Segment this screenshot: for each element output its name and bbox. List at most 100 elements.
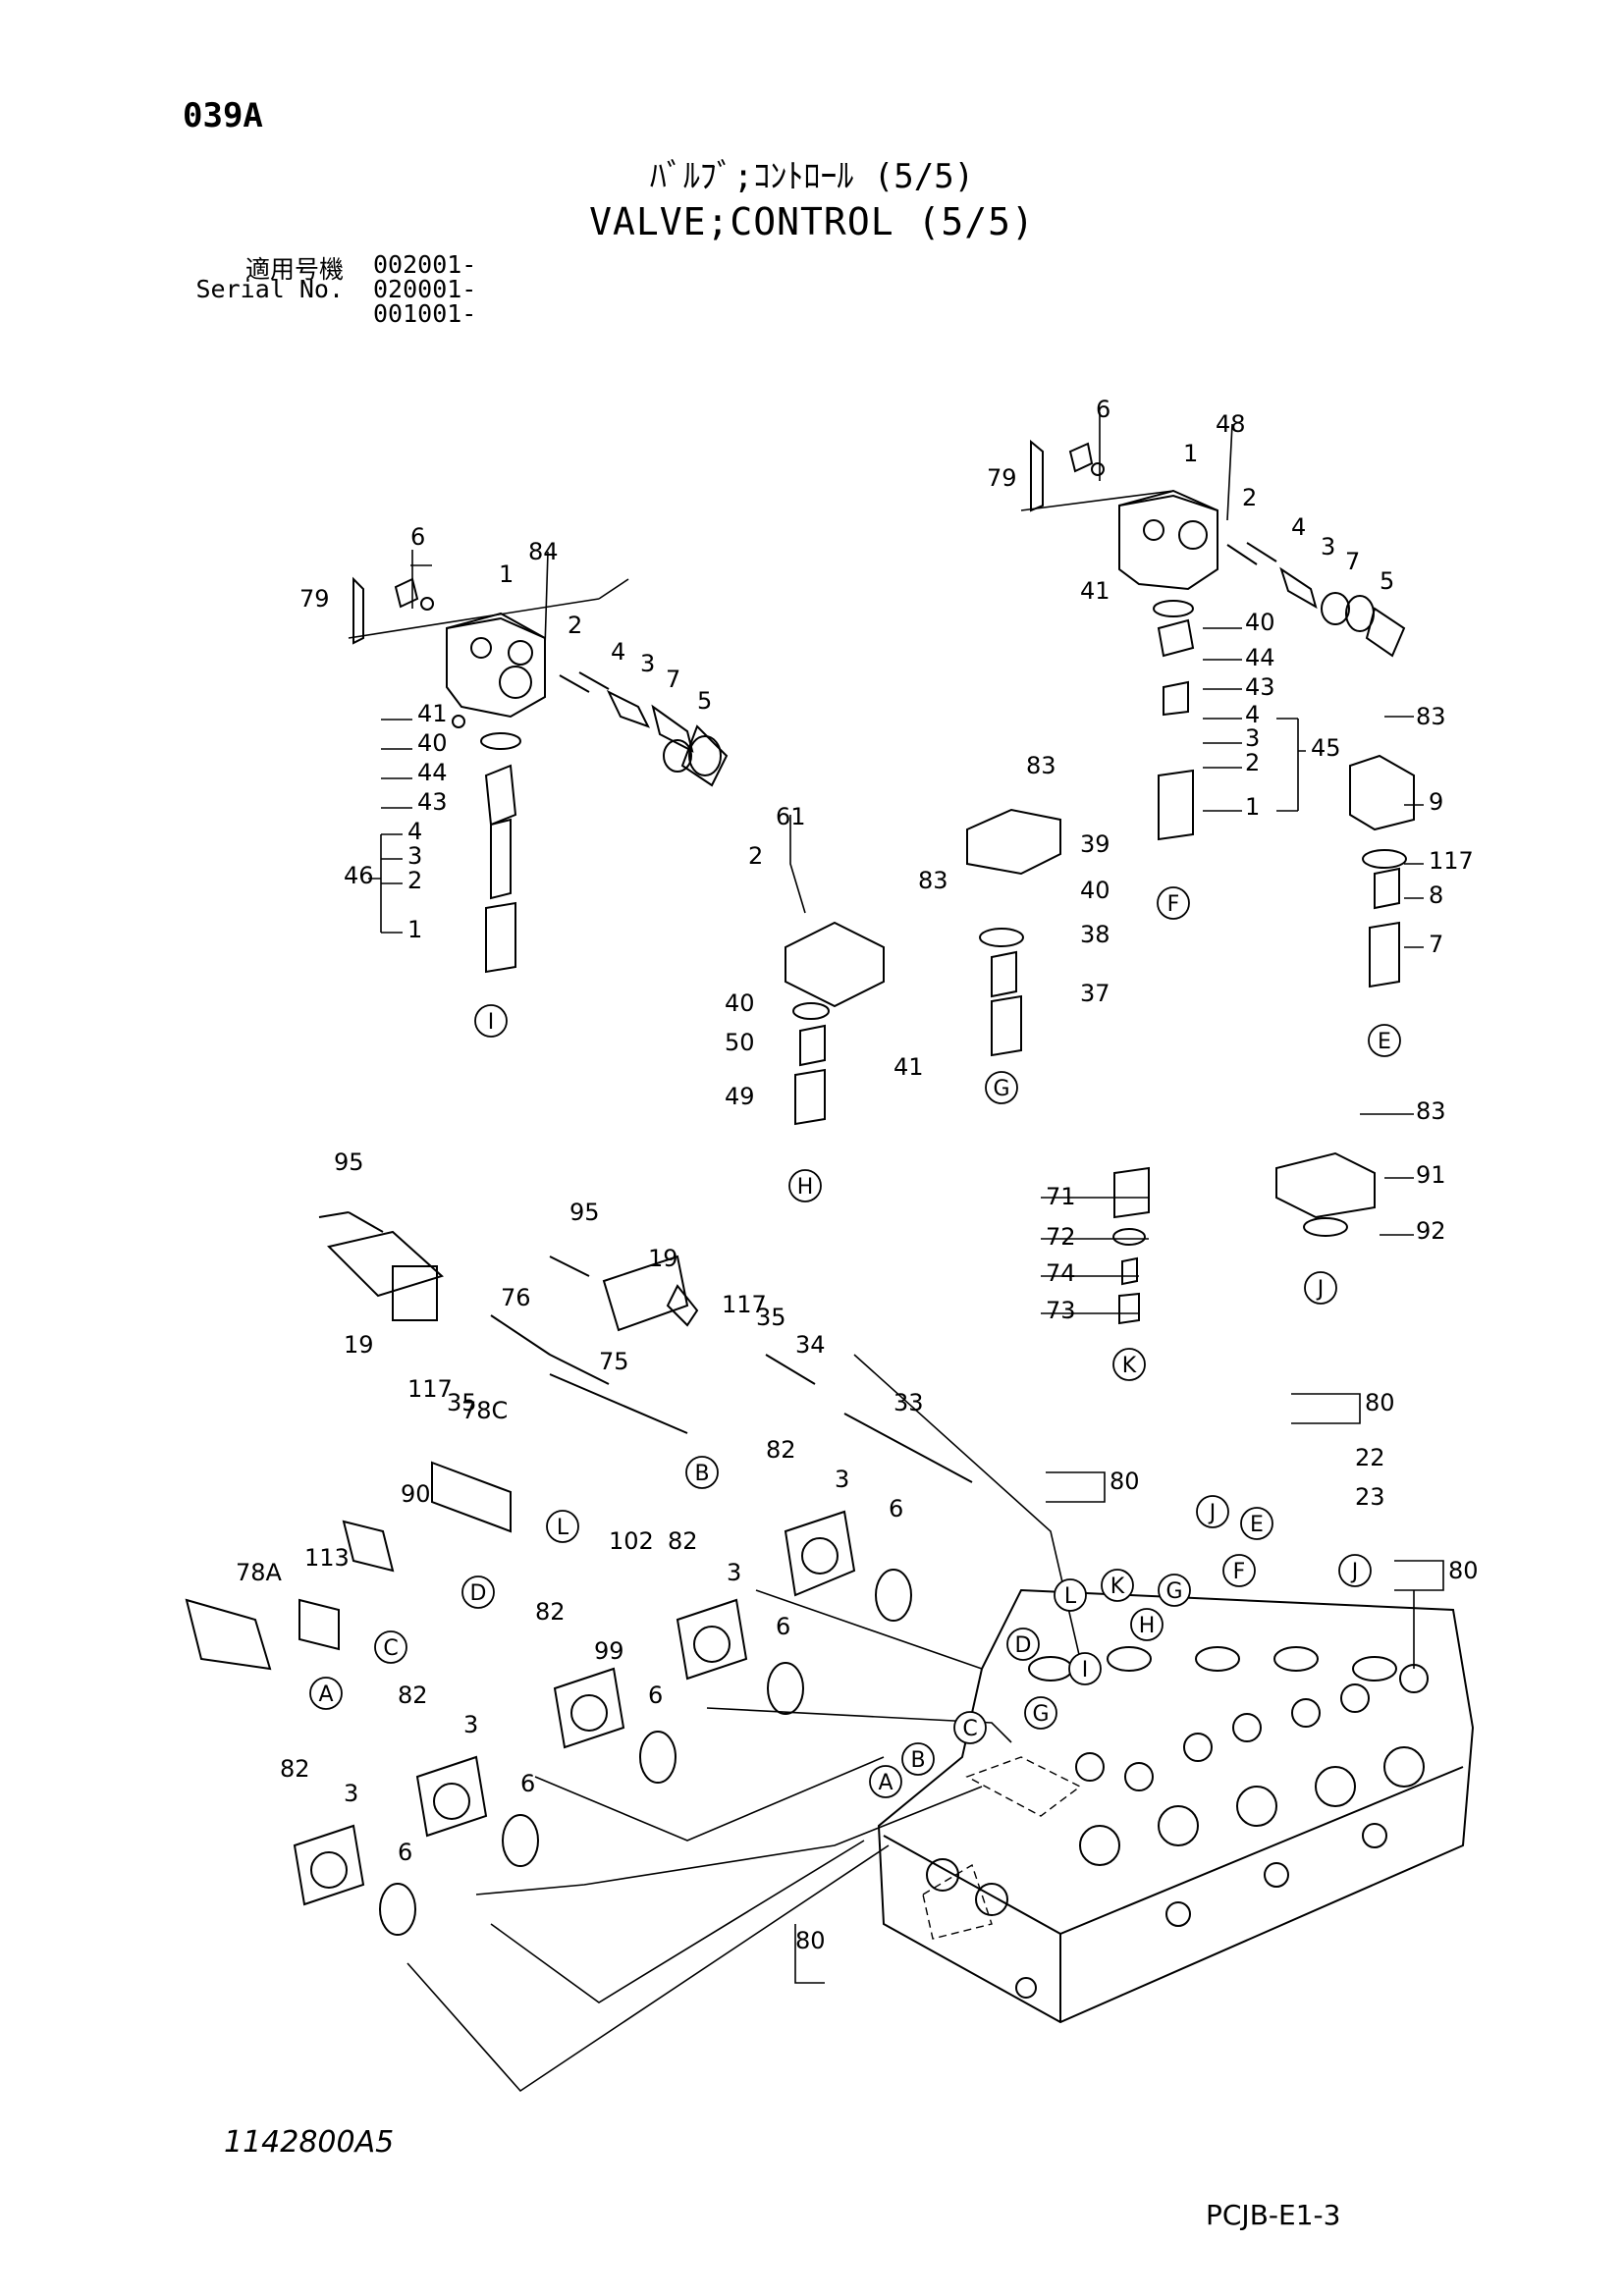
callout-label: 2: [568, 612, 582, 639]
callout-label: 2: [748, 842, 763, 870]
callout-label: 80: [795, 1927, 826, 1954]
callout-label: 23: [1355, 1483, 1385, 1511]
callout-label: 76: [501, 1284, 531, 1311]
callout-label: 19: [344, 1331, 374, 1359]
callout-label: 83: [918, 867, 948, 894]
callout-label: 83: [1416, 1097, 1446, 1125]
connector-letter[interactable]: F: [1233, 1560, 1246, 1584]
connector-letter[interactable]: L: [557, 1516, 569, 1540]
callout-label: 79: [987, 464, 1017, 492]
valve-assembly-48: [1030, 439, 1406, 841]
callout-label: 40: [417, 729, 448, 757]
connector-letter[interactable]: F: [1167, 892, 1180, 917]
callout-label: 117: [407, 1375, 453, 1403]
callout-label: 40: [1080, 877, 1110, 904]
connector-letter[interactable]: B: [910, 1748, 925, 1773]
connector-letter[interactable]: H: [1139, 1614, 1156, 1638]
callout-label: 102: [609, 1527, 654, 1555]
callout-label: 7: [1429, 931, 1443, 958]
callout-label: 4: [407, 818, 422, 845]
connector-letter[interactable]: J: [1208, 1501, 1217, 1525]
callout-label: 6: [410, 523, 425, 551]
callout-label: 1: [499, 561, 514, 588]
callout-label: 3: [463, 1711, 478, 1738]
callout-label: 82: [766, 1436, 796, 1464]
callout-label: 44: [1245, 644, 1275, 671]
connector-letter[interactable]: L: [1064, 1584, 1077, 1609]
callout-label: 72: [1046, 1223, 1076, 1251]
connector-letter[interactable]: G: [1165, 1579, 1182, 1604]
callout-label: 5: [697, 687, 712, 715]
callout-label: 6: [520, 1770, 535, 1797]
connector-letter[interactable]: H: [797, 1175, 814, 1200]
callout-label: 78C: [461, 1397, 508, 1424]
serial-value-3: 001001-: [373, 299, 477, 328]
page-code: 039A: [183, 96, 263, 135]
callout-label: 4: [611, 638, 625, 666]
valve-body: [877, 1588, 1475, 2024]
callout-label: 71: [1046, 1183, 1076, 1210]
connector-letter[interactable]: C: [383, 1636, 398, 1661]
title-japanese: ﾊﾞﾙﾌﾞ;ｺﾝﾄﾛｰﾙ (5/5): [649, 157, 975, 196]
cover-plates: [785, 754, 1415, 1237]
callout-label: 48: [1216, 410, 1246, 438]
callout-label: 74: [1046, 1259, 1076, 1287]
callout-label: 1: [1183, 440, 1198, 467]
callout-label: 73: [1046, 1297, 1076, 1324]
callout-label: 50: [725, 1029, 755, 1056]
connector-markers[interactable]: I F E G H J K B L D C A J E K F G J L: [309, 886, 1401, 1798]
connector-letter[interactable]: A: [878, 1771, 893, 1795]
callout-label: 1: [1245, 793, 1260, 821]
callout-label: 41: [893, 1053, 924, 1081]
assembly-leaders: [348, 490, 1415, 2093]
callout-label: 6: [648, 1682, 663, 1709]
callout-label: 2: [1245, 749, 1260, 776]
flange-group: [293, 1510, 912, 1936]
callout-label: 3: [640, 650, 655, 677]
connector-letter[interactable]: C: [962, 1717, 977, 1741]
drawing-number: 1142800A5: [224, 2125, 395, 2160]
part-callouts: 84 6 79 1 2 4 3 7 5 41 40 44 43 46 4 3 2…: [236, 396, 1479, 1954]
callout-label: 37: [1080, 980, 1110, 1007]
connector-letter[interactable]: A: [318, 1682, 333, 1707]
callout-label: 92: [1416, 1217, 1446, 1245]
callout-label: 49: [725, 1083, 755, 1110]
callout-label: 39: [1080, 830, 1110, 858]
connector-letter[interactable]: B: [694, 1462, 709, 1486]
callout-label: 45: [1311, 734, 1341, 762]
callout-label: 46: [344, 862, 374, 889]
connector-letter[interactable]: D: [1015, 1633, 1032, 1658]
callout-label: 8: [1429, 881, 1443, 909]
callout-label: 75: [599, 1348, 629, 1375]
connector-letter[interactable]: J: [1350, 1560, 1359, 1584]
connector-letter[interactable]: J: [1316, 1277, 1325, 1302]
page-reference: PCJB-E1-3: [1206, 2199, 1341, 2231]
callout-label: 82: [668, 1527, 698, 1555]
connector-letter[interactable]: K: [1110, 1575, 1125, 1599]
callout-label: 3: [407, 842, 422, 870]
callout-label: 82: [280, 1755, 310, 1783]
connector-letter[interactable]: E: [1378, 1030, 1391, 1054]
callout-label: 83: [1416, 703, 1446, 730]
callout-label: 19: [648, 1245, 678, 1272]
callout-label: 43: [1245, 673, 1275, 701]
serial-value-1: 002001-: [373, 250, 477, 279]
serial-label-english: Serial No.: [195, 275, 344, 303]
callout-label: 79: [299, 585, 330, 613]
connector-letter[interactable]: G: [993, 1077, 1009, 1101]
callout-label: 38: [1080, 921, 1110, 948]
connector-letter[interactable]: D: [470, 1581, 487, 1606]
connector-letter[interactable]: G: [1032, 1702, 1049, 1727]
callout-label: 4: [1245, 701, 1260, 728]
callout-label: 41: [417, 700, 448, 727]
callout-label: 82: [398, 1682, 428, 1709]
valve-assembly-84: [352, 576, 729, 974]
callout-label: 44: [417, 759, 448, 786]
serial-label-japanese: 適用号機: [244, 255, 344, 284]
connector-letter[interactable]: K: [1122, 1354, 1137, 1378]
connector-letter[interactable]: I: [1082, 1658, 1089, 1682]
connector-letter[interactable]: E: [1250, 1513, 1264, 1537]
connector-letter[interactable]: I: [488, 1010, 495, 1035]
callout-label: 84: [528, 538, 559, 565]
callout-label: 3: [344, 1780, 358, 1807]
